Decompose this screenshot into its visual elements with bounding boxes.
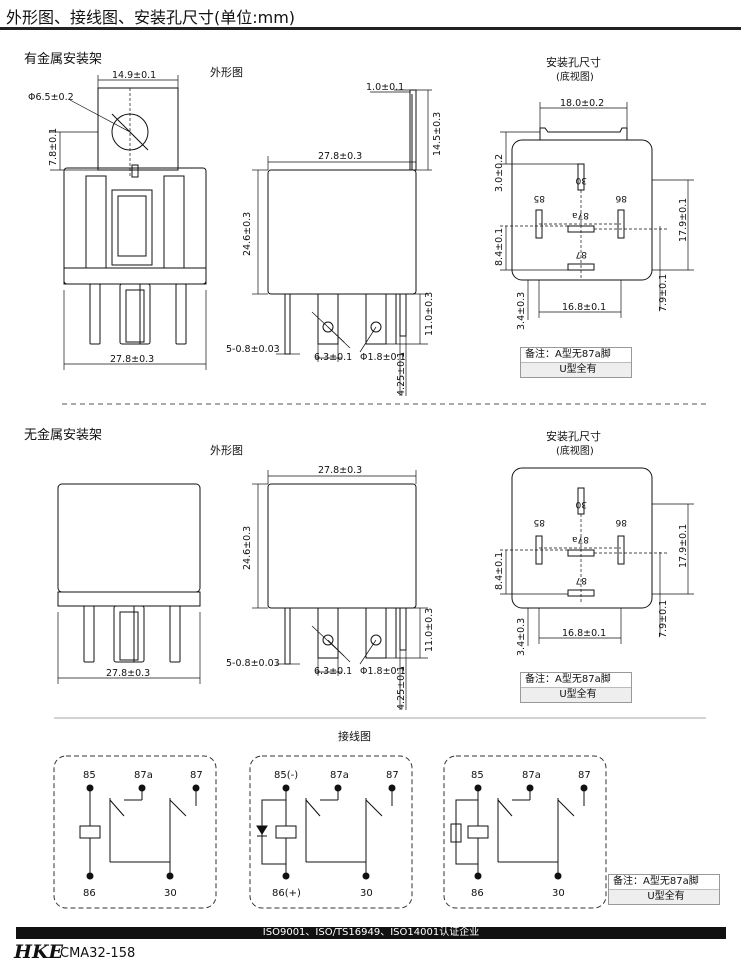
- note-box-1: 备注：A型无87a脚 U型全有: [520, 347, 632, 378]
- note-line2: U型全有: [521, 362, 631, 377]
- mount-sub-2: (底视图): [556, 446, 594, 457]
- wiring-circuit-1: [53, 755, 217, 909]
- dim-side-width-1: 27.8±0.3: [318, 151, 362, 162]
- dim-pin-offset-1: 4.25±0.1: [396, 352, 407, 396]
- dim-side-height-1: 24.6±0.3: [242, 212, 253, 256]
- model-number: CMA32-158: [60, 946, 136, 961]
- header-rule: [0, 27, 741, 30]
- dim-side-width-2: 27.8±0.3: [318, 465, 362, 476]
- mount1-pin-87: 87: [576, 249, 587, 259]
- w2-87: 87: [386, 770, 399, 781]
- outline-label-1: 外形图: [210, 66, 243, 79]
- side-view-bracket: [267, 89, 417, 355]
- dim-mount-168-2: 16.8±0.1: [562, 628, 606, 639]
- mount2-pin-85: 85: [534, 517, 545, 527]
- mount1-pin-85: 85: [534, 193, 545, 203]
- dim-pin-thk-1: 5-0.8±0.03: [226, 344, 280, 355]
- w3-85: 85: [471, 770, 484, 781]
- note-line1: 备注：A型无87a脚: [525, 674, 611, 685]
- w2-30: 30: [360, 888, 373, 899]
- dim-tab-thk: 1.0±0.1: [366, 82, 404, 93]
- mount1-pin-87a: 87a: [572, 210, 589, 220]
- w2-87a: 87a: [330, 770, 349, 781]
- mount-sub-1: (底视图): [556, 72, 594, 83]
- mount2-pin-87: 87: [576, 575, 587, 585]
- dim-pin-offset-2: 4.25±0.1: [396, 666, 407, 710]
- dim-mount-34-2: 3.4±0.3: [516, 618, 527, 656]
- dim-body-width-2: 27.8±0.3: [106, 668, 150, 679]
- w3-87: 87: [578, 770, 591, 781]
- dim-mount-84-1: 8.4±0.1: [494, 228, 505, 266]
- note-line2: U型全有: [609, 889, 719, 904]
- mount1-pin-30: 30: [575, 175, 587, 185]
- dim-mount-168-1: 16.8±0.1: [562, 302, 606, 313]
- mount2-pin-87a: 87a: [572, 534, 589, 544]
- w1-30: 30: [164, 888, 177, 899]
- dim-pin-hole-1: Φ1.8±0.1: [360, 352, 406, 363]
- dim-bracket-height: 7.8±0.1: [48, 128, 59, 166]
- dim-pin-width-1: 6.3±0.1: [314, 352, 352, 363]
- dim-mount-width: 18.0±0.2: [560, 98, 604, 109]
- note-box-3: 备注：A型无87a脚 U型全有: [608, 874, 720, 905]
- dim-bracket-width: 14.9±0.1: [112, 70, 156, 81]
- brand-logo: HKE: [14, 941, 63, 963]
- w3-87a: 87a: [522, 770, 541, 781]
- mount2-pin-30: 30: [575, 499, 587, 509]
- w3-86: 86: [471, 888, 484, 899]
- w1-87: 87: [190, 770, 203, 781]
- note-line2: U型全有: [521, 687, 631, 702]
- dim-hole-dia: Φ6.5±0.2: [28, 92, 74, 103]
- dim-mount-34-1: 3.4±0.3: [516, 292, 527, 330]
- mount-title-1: 安装孔尺寸: [546, 56, 601, 69]
- certification-band: ISO9001、ISO/TS16949、ISO14001认证企业: [16, 927, 726, 939]
- mount-title-2: 安装孔尺寸: [546, 430, 601, 443]
- dim-body-width-1: 27.8±0.3: [110, 354, 154, 365]
- w3-30: 30: [552, 888, 565, 899]
- wiring-title: 接线图: [338, 730, 371, 743]
- dim-tab-height: 14.5±0.3: [432, 112, 443, 156]
- dim-mount-179-2: 17.9±0.1: [678, 524, 689, 568]
- dim-pin-thk-2: 5-0.8±0.03: [226, 658, 280, 669]
- w1-87a: 87a: [134, 770, 153, 781]
- dim-pin-length-1: 11.0±0.3: [424, 292, 435, 336]
- section-with-bracket: 有金属安装架: [24, 52, 103, 67]
- dim-pin-hole-2: Φ1.8±0.1: [360, 666, 406, 677]
- page-title: 外形图、接线图、安装孔尺寸(单位:mm): [6, 8, 296, 27]
- w2-85: 85(-): [274, 770, 298, 781]
- w2-86: 86(+): [272, 888, 301, 899]
- dim-pin-width-2: 6.3±0.1: [314, 666, 352, 677]
- dim-mount-179-1: 17.9±0.1: [678, 198, 689, 242]
- wiring-circuit-3: [443, 755, 607, 909]
- outline-label-2: 外形图: [210, 444, 243, 457]
- dim-mount-30: 3.0±0.2: [494, 154, 505, 192]
- mount2-pin-86: 86: [615, 517, 627, 527]
- dim-side-height-2: 24.6±0.3: [242, 526, 253, 570]
- note-box-2: 备注：A型无87a脚 U型全有: [520, 672, 632, 703]
- section-without-bracket: 无金属安装架: [24, 428, 103, 443]
- dim-mount-79-1: 7.9±0.1: [658, 274, 669, 312]
- side-view-plain: [267, 483, 417, 665]
- front-view-plain: [57, 483, 201, 663]
- dim-pin-length-2: 11.0±0.3: [424, 608, 435, 652]
- front-view-bracket: [63, 87, 207, 345]
- w1-86: 86: [83, 888, 96, 899]
- note-line1: 备注：A型无87a脚: [525, 349, 611, 360]
- note-line1: 备注：A型无87a脚: [613, 876, 699, 887]
- mount1-pin-86: 86: [615, 193, 627, 203]
- w1-85: 85: [83, 770, 96, 781]
- dim-mount-79-2: 7.9±0.1: [658, 600, 669, 638]
- dim-mount-84-2: 8.4±0.1: [494, 552, 505, 590]
- wiring-circuit-2: [249, 755, 413, 909]
